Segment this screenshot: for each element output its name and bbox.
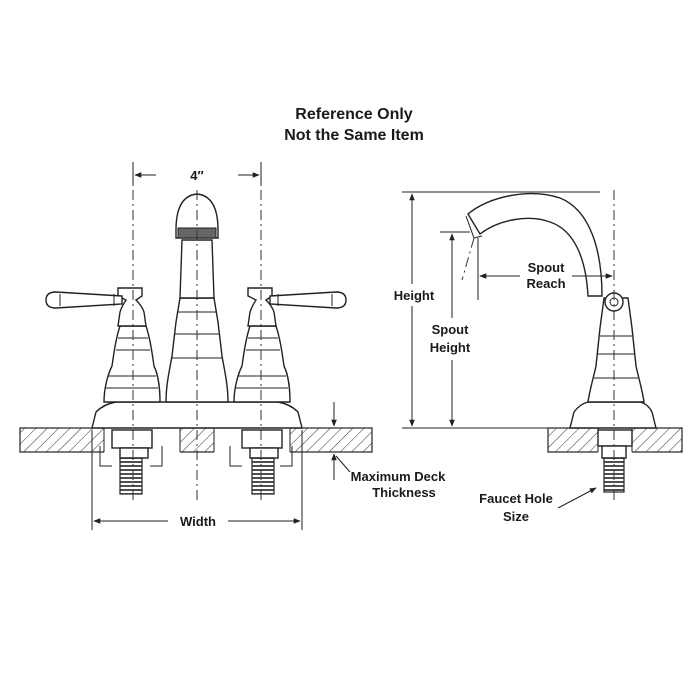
width-label: Width	[180, 514, 216, 529]
right-handle-lever	[269, 291, 347, 309]
left-valve-body	[103, 325, 161, 403]
left-handle-lever	[45, 291, 123, 309]
max-deck-label-2: Thickness	[372, 485, 436, 500]
spout-neck	[179, 239, 215, 299]
side-body	[587, 297, 645, 403]
title-line-2: Not the Same Item	[284, 127, 424, 144]
spout-reach-label-2: Reach	[526, 276, 565, 291]
hole-size-label-1: Faucet Hole	[479, 491, 553, 506]
spout-height-label-2: Height	[430, 340, 471, 355]
spout-reach-label-1: Spout	[528, 260, 565, 275]
right-shank	[229, 429, 293, 495]
arched-spout	[467, 192, 603, 297]
side-base	[569, 401, 657, 429]
max-deck-label-1: Maximum Deck	[351, 469, 446, 484]
front-deck	[19, 427, 373, 453]
front-view: 4″ Width Maximum Deck Thickness	[19, 162, 446, 530]
spread-label: 4″	[190, 168, 203, 183]
right-valve-body	[233, 325, 291, 403]
right-handle-hub	[247, 287, 277, 327]
height-label: Height	[394, 288, 435, 303]
side-view: Height Spout Height Spout Reach Faucet H…	[394, 190, 683, 524]
title-line-1: Reference Only	[295, 106, 412, 123]
left-shank	[99, 429, 163, 495]
spout-height-label-1: Spout	[432, 322, 469, 337]
left-handle-hub	[117, 287, 147, 327]
hole-size-label-2: Size	[503, 509, 529, 524]
